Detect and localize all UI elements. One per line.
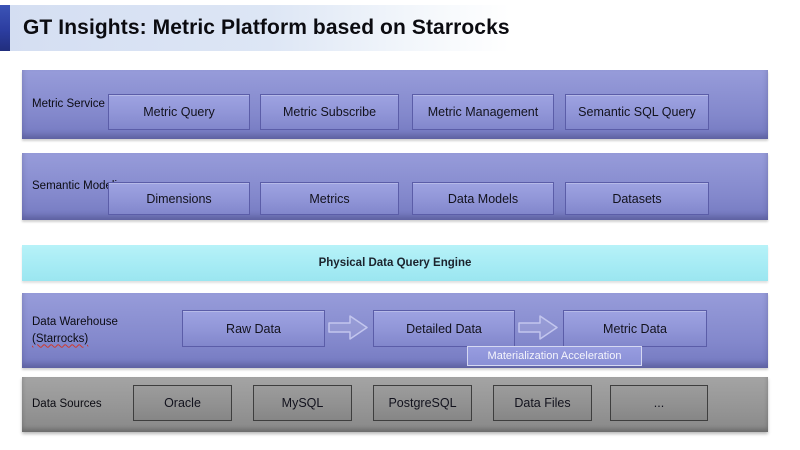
layer-label-data-warehouse: Data Warehouse (Starrocks) bbox=[32, 293, 150, 368]
box-metric-data: Metric Data bbox=[563, 310, 707, 347]
title-bar: GT Insights: Metric Platform based on St… bbox=[0, 5, 600, 51]
box-data-models: Data Models bbox=[412, 182, 554, 215]
materialization-acceleration-badge: Materialization Acceleration bbox=[467, 346, 642, 366]
box-raw-data: Raw Data bbox=[182, 310, 325, 347]
page-title: GT Insights: Metric Platform based on St… bbox=[23, 16, 510, 39]
box-oracle: Oracle bbox=[133, 385, 232, 421]
query-engine-label: Physical Data Query Engine bbox=[318, 257, 472, 269]
box-data-files: Data Files bbox=[493, 385, 592, 421]
box-metrics: Metrics bbox=[260, 182, 399, 215]
title-accent-bar bbox=[0, 5, 10, 51]
layer-data-sources: Data Sources Oracle MySQL PostgreSQL Dat… bbox=[22, 377, 768, 432]
layer-label-semantic-modeling: Semantic Modeling bbox=[32, 180, 130, 193]
layer-query-engine: Physical Data Query Engine bbox=[22, 245, 768, 281]
layer-semantic-modeling: Semantic Modeling Dimensions Metrics Dat… bbox=[22, 153, 768, 220]
box-metric-subscribe: Metric Subscribe bbox=[260, 94, 399, 130]
layer-data-warehouse: Data Warehouse (Starrocks) Raw Data Deta… bbox=[22, 293, 768, 368]
box-semantic-sql-query: Semantic SQL Query bbox=[565, 94, 709, 130]
box-mysql: MySQL bbox=[253, 385, 352, 421]
data-warehouse-label-line2: (Starrocks) bbox=[32, 332, 89, 345]
box-metric-management: Metric Management bbox=[412, 94, 554, 130]
layer-metric-service: Metric Service Metric Query Metric Subsc… bbox=[22, 70, 768, 139]
layer-label-metric-service: Metric Service bbox=[32, 98, 105, 111]
box-other-sources: ... bbox=[610, 385, 708, 421]
layer-label-data-sources: Data Sources bbox=[32, 398, 102, 411]
box-datasets: Datasets bbox=[565, 182, 709, 215]
box-dimensions: Dimensions bbox=[108, 182, 250, 215]
data-warehouse-label-line1: Data Warehouse bbox=[32, 316, 118, 329]
box-postgresql: PostgreSQL bbox=[373, 385, 472, 421]
box-detailed-data: Detailed Data bbox=[373, 310, 515, 347]
flow-arrow-icon bbox=[518, 315, 558, 340]
flow-arrow-icon bbox=[328, 315, 368, 340]
box-metric-query: Metric Query bbox=[108, 94, 250, 130]
